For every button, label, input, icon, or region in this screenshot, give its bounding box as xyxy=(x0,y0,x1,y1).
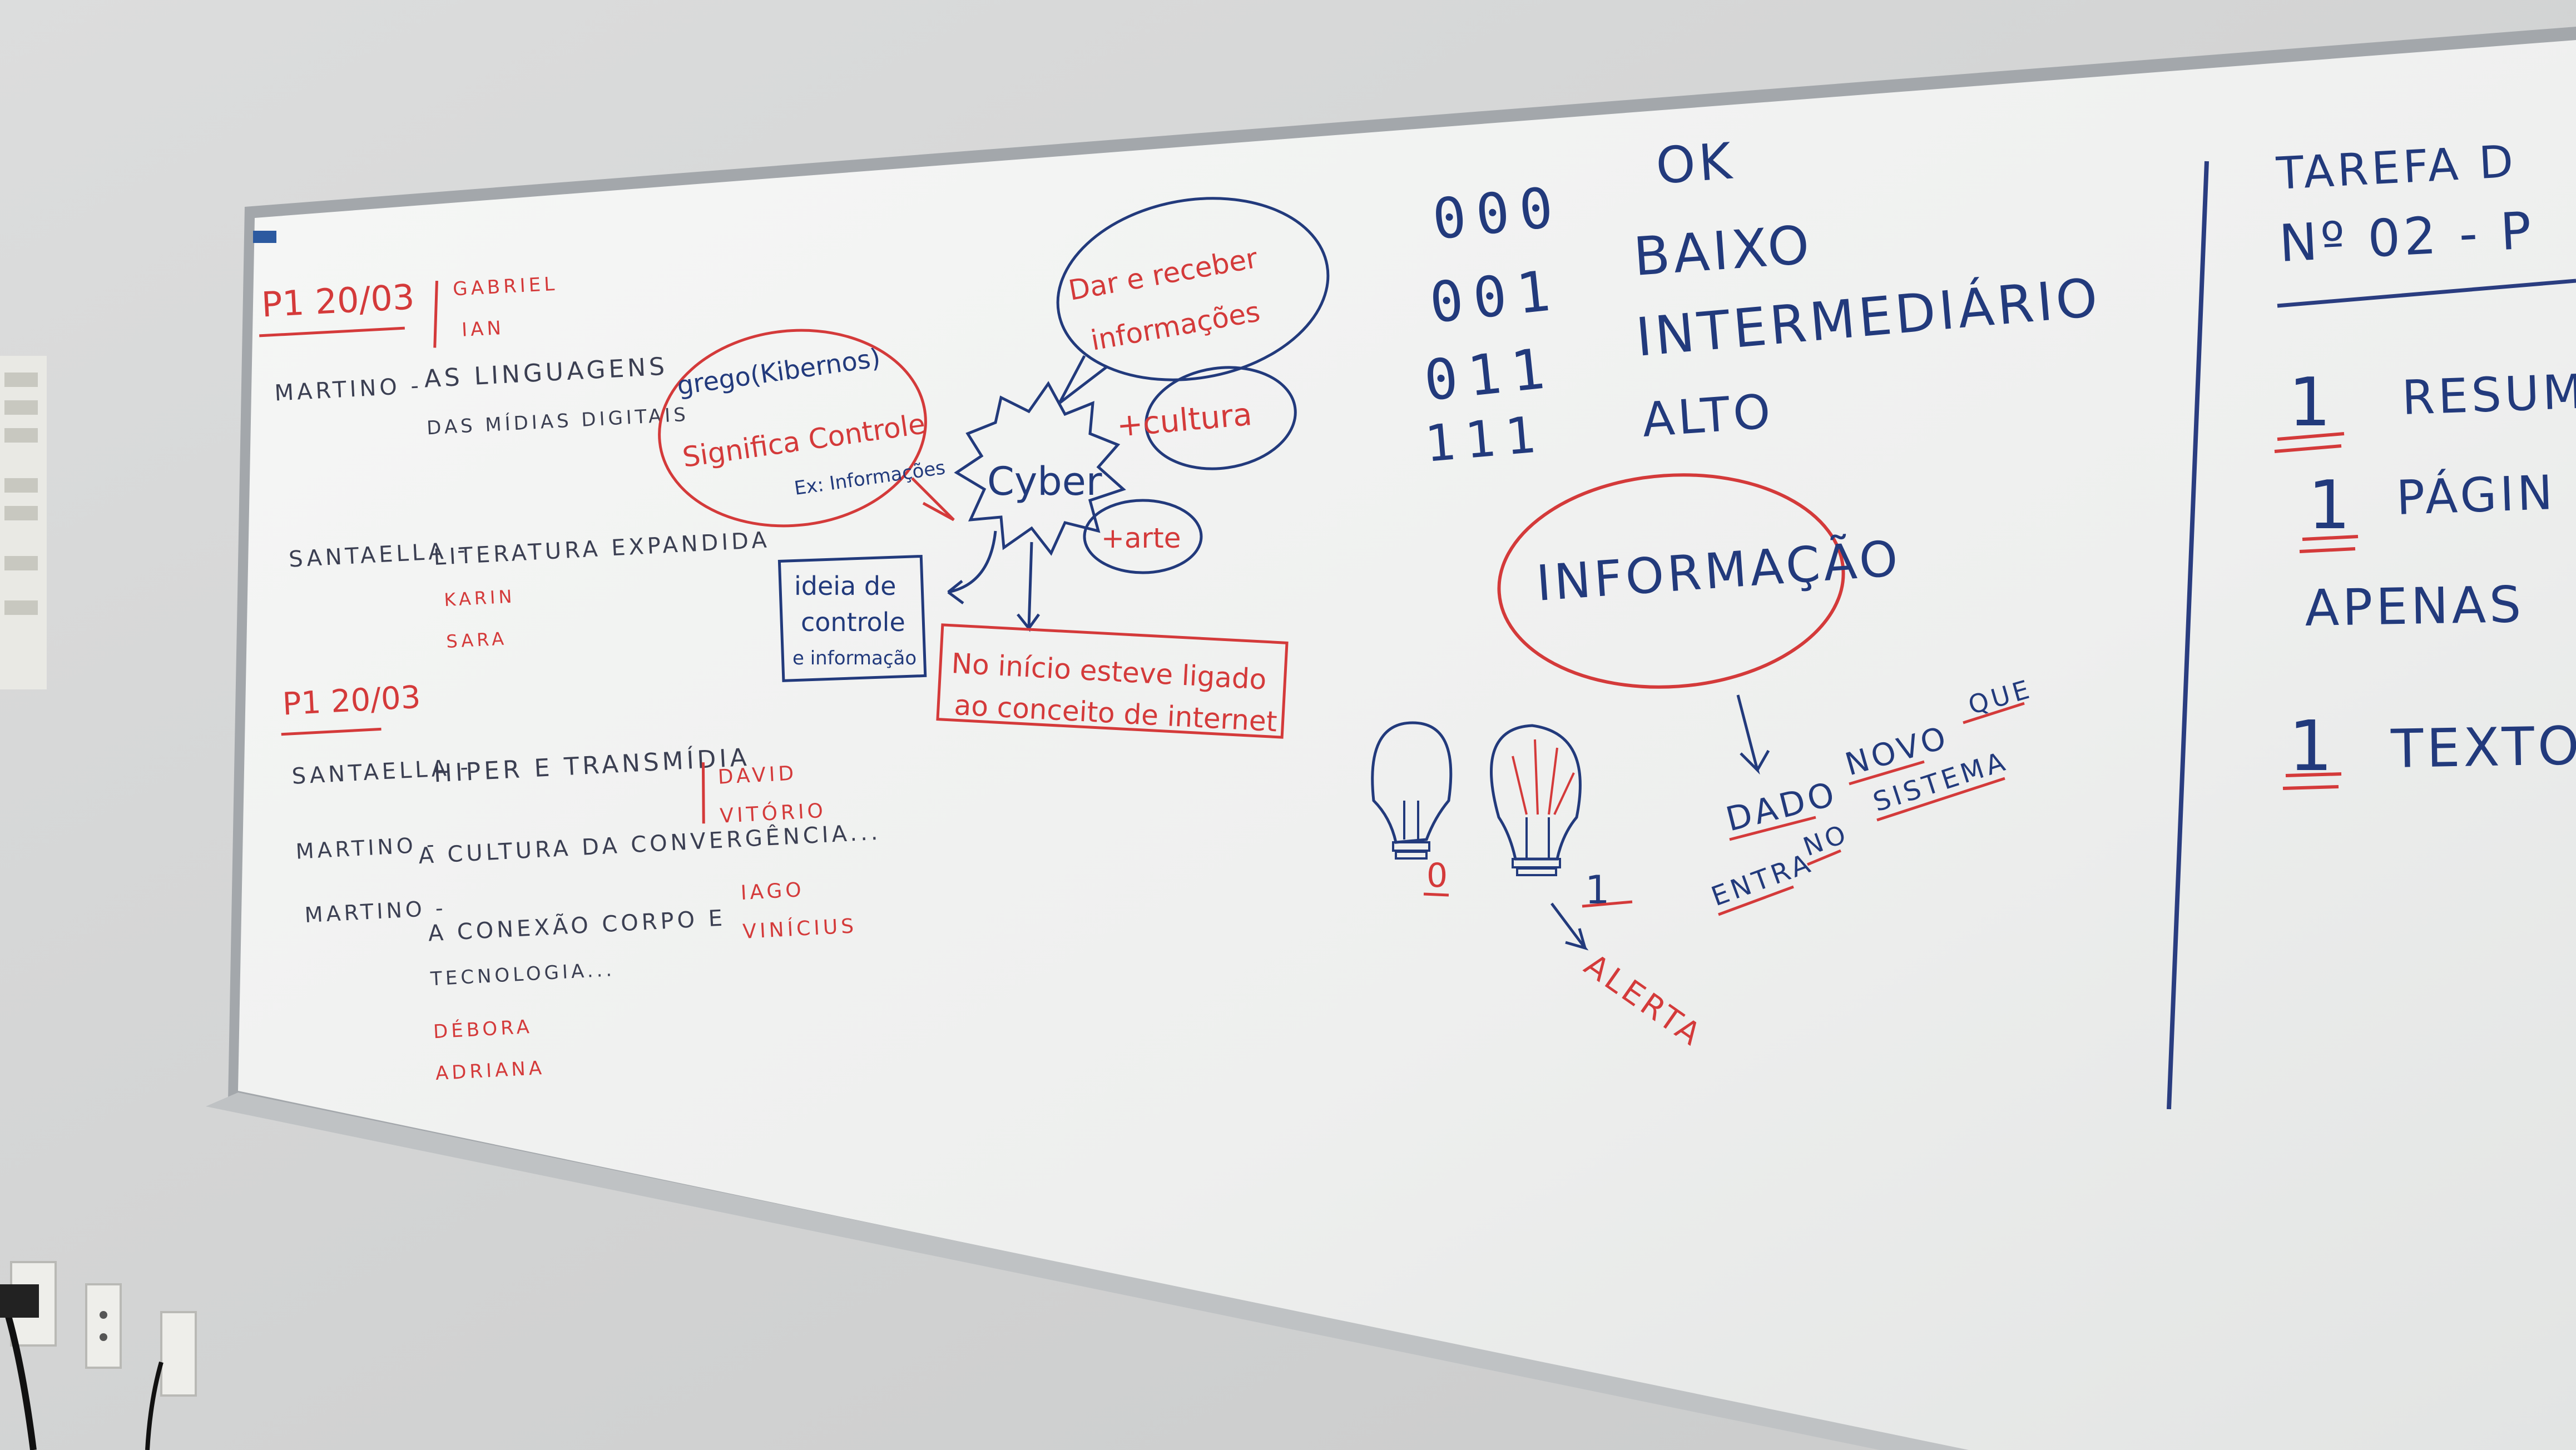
arrow xyxy=(947,530,997,605)
idea-text: ideia de xyxy=(794,571,896,601)
item-text: RESUM xyxy=(2401,364,2576,426)
student-name: DÉBORA xyxy=(433,1015,533,1043)
underline xyxy=(1718,885,1794,916)
date-underline-1 xyxy=(259,326,405,337)
bubble-text: +arte xyxy=(1101,522,1181,554)
speech-bubble-culture xyxy=(1145,366,1297,470)
date-underline-2 xyxy=(281,727,382,736)
double-underline xyxy=(2274,444,2342,453)
internet-box xyxy=(936,623,1289,739)
cyber-center: Cyber xyxy=(987,459,1102,504)
assignment-title: Nº 02 - P xyxy=(2278,201,2537,274)
speech-bubble-top xyxy=(1056,197,1330,381)
student-name: VITÓRIO xyxy=(719,799,826,828)
bulb-off-label: 0 xyxy=(1426,856,1448,895)
item-number: 1 xyxy=(2288,364,2331,441)
student-name: IAGO xyxy=(740,878,805,905)
underline xyxy=(1849,760,1925,786)
assignment-title: TAREFA D xyxy=(2275,135,2518,200)
date-heading-1: P1 20/03 xyxy=(260,276,415,325)
item-number: 1 xyxy=(2308,467,2350,544)
double-underline xyxy=(2285,772,2342,777)
double-underline xyxy=(2282,785,2339,790)
arrow xyxy=(1736,694,1770,775)
binary-code: 111 xyxy=(1423,405,1548,473)
idea-text: controle xyxy=(801,607,905,637)
binary-code: 000 xyxy=(1429,174,1566,252)
binary-code: 001 xyxy=(1426,257,1563,336)
speech-bubble-greek xyxy=(658,329,927,528)
bracket-1 xyxy=(433,280,438,348)
whiteboard-surface xyxy=(238,40,2576,1450)
item-text: PÁGIN xyxy=(2395,464,2557,526)
power-outlets xyxy=(0,1261,197,1450)
bubble-tail xyxy=(911,477,955,522)
cyber-starburst xyxy=(954,381,1126,556)
student-name: SARA xyxy=(445,628,507,652)
wall-paper xyxy=(0,356,47,689)
underline xyxy=(1729,816,1816,841)
item-text: APENAS xyxy=(2305,575,2525,638)
idea-box xyxy=(777,554,927,682)
underline xyxy=(1423,892,1449,897)
date-heading-2: P1 20/03 xyxy=(281,679,422,723)
student-name: GABRIEL xyxy=(452,273,558,301)
status-label: BAIXO xyxy=(1632,215,1815,288)
underline xyxy=(1963,702,2025,724)
underline xyxy=(1582,900,1633,908)
double-underline xyxy=(2277,432,2345,441)
binary-code: 011 xyxy=(1421,335,1558,414)
student-name: KARIN xyxy=(444,585,516,610)
speech-bubble-art xyxy=(1083,499,1203,574)
student-name: IAN xyxy=(461,317,505,341)
lightbulb-on-icon xyxy=(1490,724,1582,876)
student-name: DAVID xyxy=(717,762,797,788)
title-underline xyxy=(2277,279,2576,308)
bracket-2 xyxy=(701,762,705,824)
status-label: OK xyxy=(1654,132,1737,196)
item-text: TEXTO xyxy=(2390,716,2576,780)
double-underline xyxy=(2302,535,2359,541)
double-underline xyxy=(2299,547,2356,553)
board-corner-clip xyxy=(253,231,276,243)
info-bubble xyxy=(1497,473,1845,689)
idea-text: e informação xyxy=(792,647,917,669)
lightbulb-off-icon xyxy=(1371,721,1453,860)
assignment-panel: TAREFA D Nº 02 - P 1 RESUM 1 PÁGIN APENA… xyxy=(2274,135,2576,790)
underline xyxy=(1807,849,1841,866)
board-divider-line xyxy=(2167,161,2209,1110)
underline xyxy=(1876,777,2005,822)
marker-tray xyxy=(206,1093,1969,1450)
status-label: ALTO xyxy=(1641,384,1776,448)
arrow xyxy=(1550,902,1589,951)
